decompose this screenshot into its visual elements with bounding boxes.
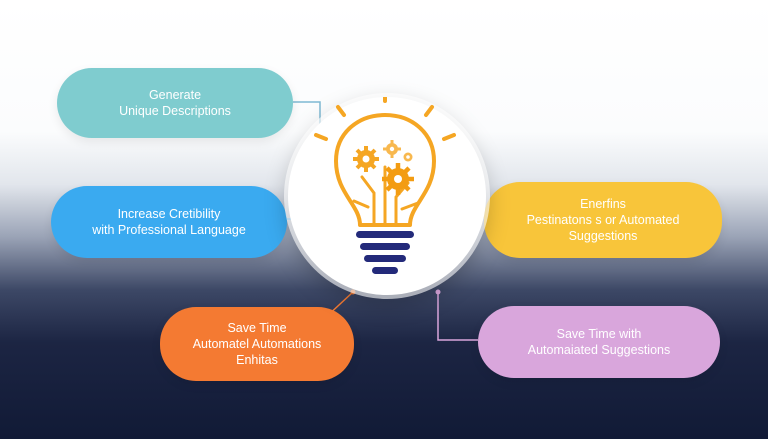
node-line: Save Time [227,321,287,335]
gear-icon [382,163,414,195]
node-line: Unique Descriptions [119,104,231,118]
gear-icon [353,146,379,172]
node-save-time-a: Save Time Automatel Automations Enhitas [160,307,354,381]
node-enrich: Enerfins Pestinatons s or Automated Sugg… [484,182,722,258]
lightbulb-gears-icon [314,97,456,274]
center-hub [288,97,486,295]
node-save-time-b: Save Time with Automaiated Suggestions [478,306,720,378]
node-line: Enhitas [236,353,278,367]
gear-icon [383,140,401,158]
connector-dot-time-b [435,289,441,295]
light-rays [314,97,456,141]
node-line: Automatel Automations [192,337,322,351]
node-line: Enerfins [580,197,626,211]
connector-dot-time-a [350,289,356,295]
node-line: Generate [148,88,202,102]
node-line: Pestinatons s or Automated [526,213,680,227]
node-generate: Generate Unique Descriptions [57,68,293,138]
node-line: Save Time with [556,327,642,341]
node-line: Increase Cretibility [117,207,221,221]
node-line: Suggestions [568,229,638,243]
bulb-outline [334,113,436,227]
bulb-base [356,231,414,274]
node-line: with Professional Language [92,223,246,237]
node-credibility: Increase Cretibility with Professional L… [51,186,287,258]
node-line: Automaiated Suggestions [527,343,671,357]
connector-time-b [437,292,478,341]
gear-icon [403,152,413,162]
